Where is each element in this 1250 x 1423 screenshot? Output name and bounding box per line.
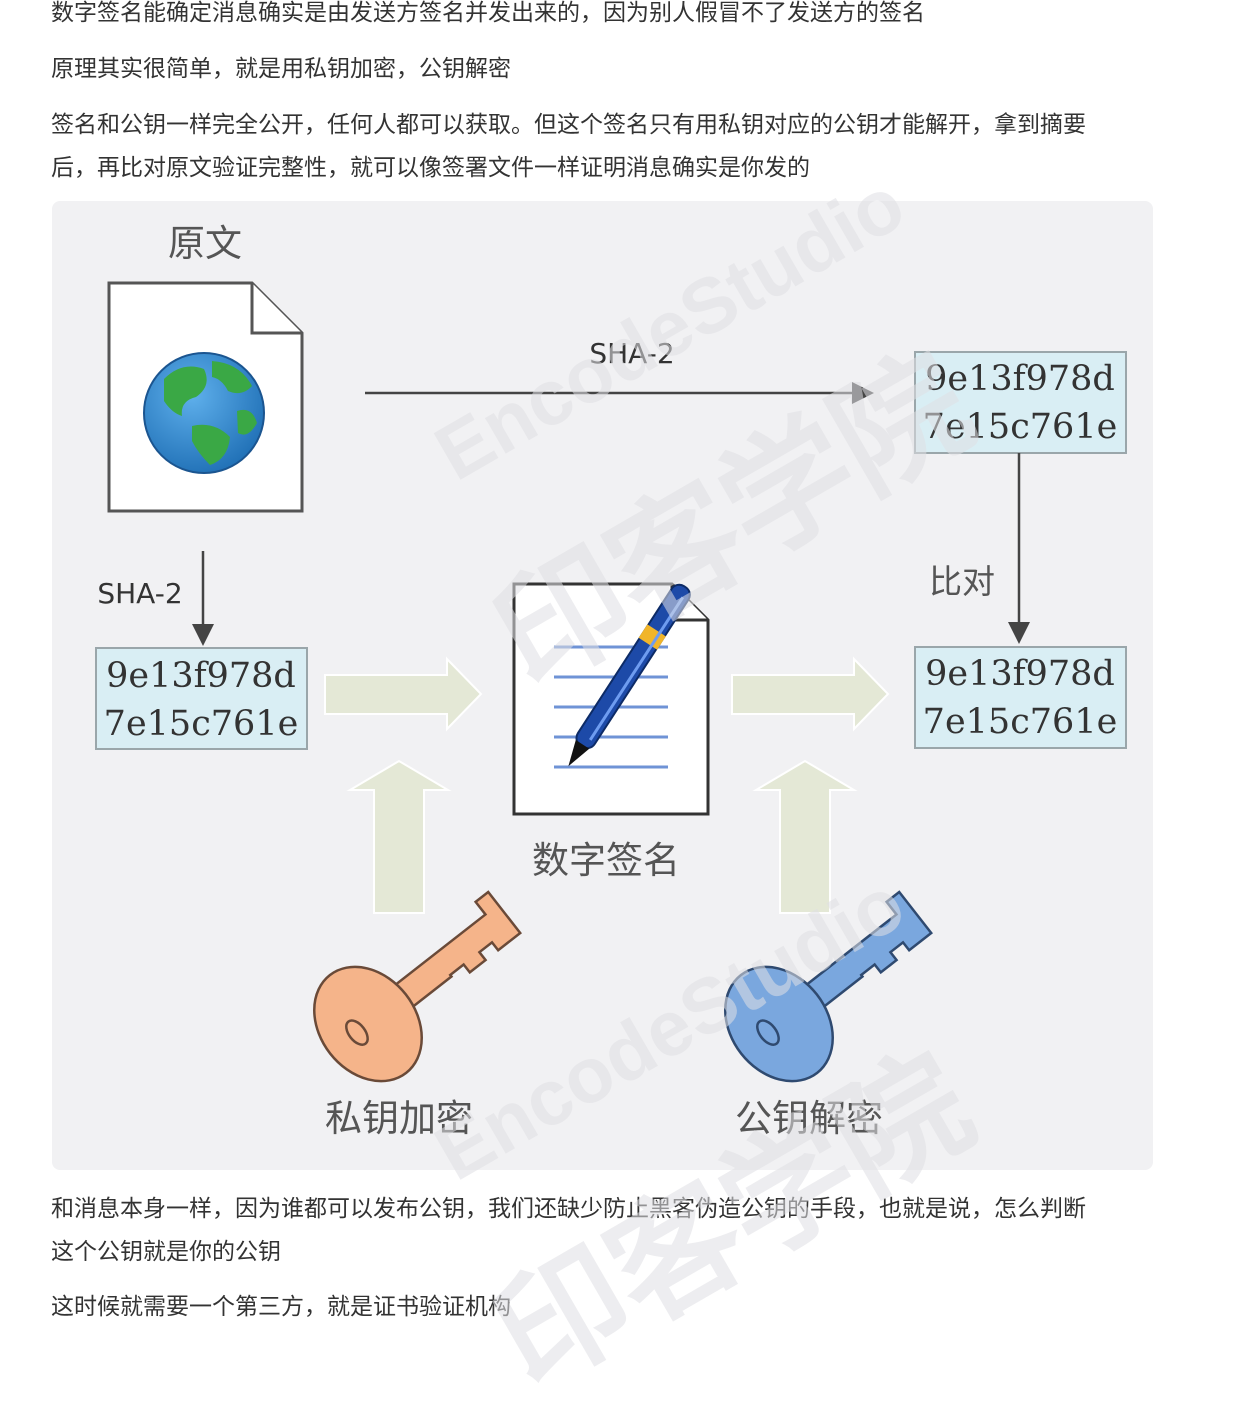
digital-signature-label: 数字签名	[532, 839, 680, 882]
paragraph-public-key-problem-line2: 这个公钥就是你的公钥	[51, 1239, 281, 1265]
hash-box-right: 9e13f978d 7e15c761e	[914, 646, 1127, 749]
block-arrow-public-key-up	[752, 759, 858, 914]
sha-left-label: SHA-2	[97, 577, 182, 610]
pen-icon	[568, 583, 691, 767]
paragraph-public-key-problem-line1: 和消息本身一样，因为谁都可以发布公钥，我们还缺少防止黑客伪造公钥的手段，也就是说…	[51, 1196, 1086, 1222]
block-arrow-left-to-signature	[324, 656, 483, 732]
block-arrow-private-key-up	[346, 759, 452, 914]
compare-label: 比对	[929, 562, 995, 601]
public-key-icon	[724, 890, 933, 1083]
paragraph-signature-explained: 签名和公钥一样完全公开，任何人都可以获取。但这个签名只有用私钥对应的公钥才能解开…	[51, 104, 1166, 190]
paragraph-line: 签名和公钥一样完全公开，任何人都可以获取。但这个签名只有用私钥对应的公钥才能解开…	[51, 112, 1086, 138]
hash-top-line2: 7e15c761e	[923, 407, 1118, 447]
globe-icon	[143, 352, 265, 474]
original-text-label: 原文	[168, 222, 242, 265]
compare-arrow	[1008, 453, 1030, 644]
paragraph-intro: 数字签名能确定消息确实是由发送方签名并发出来的，因为别人假冒不了发送方的签名	[51, 0, 925, 26]
hash-right-line2: 7e15c761e	[923, 702, 1118, 742]
private-key-icon	[313, 890, 522, 1083]
paragraph-third-party: 这时候就需要一个第三方，就是证书验证机构	[51, 1294, 511, 1320]
hash-right-line1: 9e13f978d	[925, 654, 1115, 694]
digital-signature-diagram: 原文 SHA-2 9e13f978d 7e15c761e	[52, 201, 1153, 1170]
paragraph-principle: 原理其实很简单，就是用私钥加密，公钥解密	[51, 56, 511, 82]
paragraph-line: 后，再比对原文验证完整性，就可以像签署文件一样证明消息确实是你发的	[51, 155, 810, 181]
public-key-label: 公钥解密	[735, 1097, 883, 1140]
sha-left-arrow	[192, 551, 214, 646]
sha-top-arrow	[365, 382, 874, 404]
hash-box-left: 9e13f978d 7e15c761e	[95, 647, 308, 750]
hash-top-line1: 9e13f978d	[925, 359, 1115, 399]
hash-box-top: 9e13f978d 7e15c761e	[914, 351, 1127, 454]
diagram-canvas: 原文 SHA-2 9e13f978d 7e15c761e	[95, 222, 1127, 1140]
hash-left-line1: 9e13f978d	[106, 656, 296, 696]
private-key-label: 私钥加密	[325, 1097, 473, 1140]
hash-left-line2: 7e15c761e	[104, 704, 299, 744]
sha-top-label: SHA-2	[589, 337, 674, 370]
block-arrow-signature-to-right	[731, 656, 890, 732]
